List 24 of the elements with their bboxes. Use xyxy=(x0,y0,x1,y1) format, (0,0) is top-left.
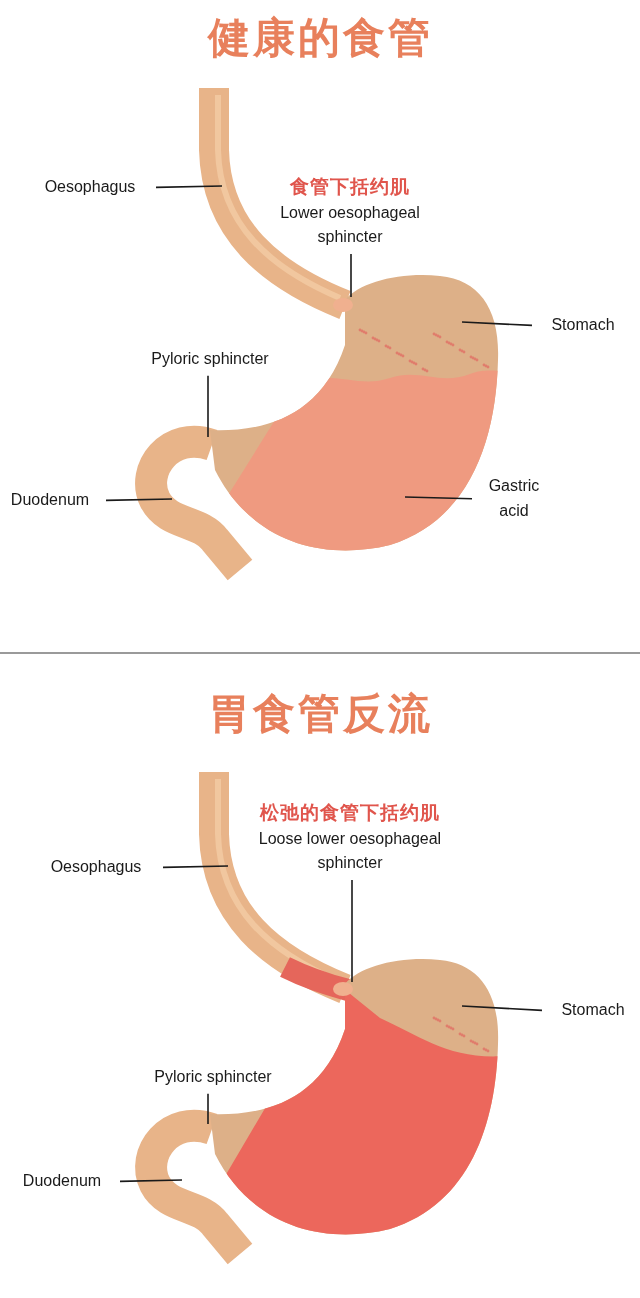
heading: 健康的食管 xyxy=(206,13,434,63)
heading: 胃食管反流 xyxy=(206,689,434,739)
part-label: Pyloric sphincter xyxy=(154,1065,272,1090)
leader-line xyxy=(207,375,209,438)
part-label: Pyloric sphincter xyxy=(151,347,269,372)
part-label: Gastric acid xyxy=(478,474,550,524)
part-label: Loose lower oesophageal sphincter xyxy=(257,828,443,874)
leader-line xyxy=(351,879,353,983)
part-label: Duodenum xyxy=(22,1169,102,1194)
part-label-chinese: 食管下括约肌 xyxy=(290,174,410,199)
leader-line xyxy=(461,1005,543,1012)
leader-line xyxy=(105,498,173,502)
part-label: Oesophagus xyxy=(50,855,142,880)
leader-line xyxy=(207,1093,209,1125)
part-label: Stomach xyxy=(561,998,625,1023)
part-label: Oesophagus xyxy=(44,175,136,200)
part-label-chinese: 松弛的食管下括约肌 xyxy=(260,800,440,825)
leader-line xyxy=(162,865,229,869)
part-label: Stomach xyxy=(551,313,615,338)
leader-line xyxy=(350,253,352,298)
leader-line xyxy=(461,321,533,327)
part-label: Lower oesophageal sphincter xyxy=(279,202,421,248)
part-label: Duodenum xyxy=(10,488,90,513)
leader-line xyxy=(155,185,223,189)
